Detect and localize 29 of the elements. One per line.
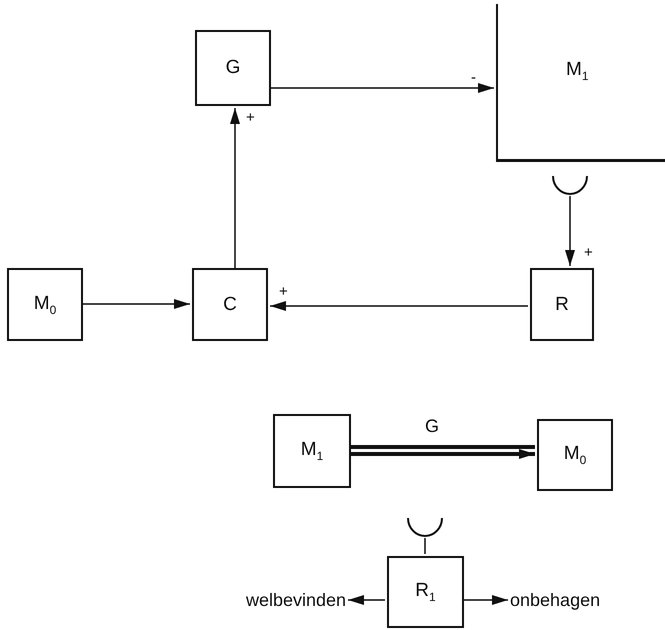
node-label: R: [555, 294, 569, 316]
open-box: [496, 4, 665, 162]
arrow: [270, 301, 528, 311]
edge-label: G: [424, 419, 440, 434]
node-label: R$_{1}$: [415, 580, 436, 604]
process-box: [530, 268, 594, 341]
node-label: C: [223, 294, 237, 316]
process-box: [7, 268, 83, 341]
arrow: [271, 83, 494, 93]
node-label: G: [226, 57, 240, 79]
arrow: [349, 445, 537, 459]
node-label: M$_{0}$: [34, 292, 56, 316]
node-label: M$_{1}$: [300, 439, 324, 463]
process-box: [192, 268, 268, 341]
receptor-symbol: [406, 517, 444, 538]
state-label: onbehagen: [510, 590, 600, 610]
receptor-symbol: [551, 175, 589, 196]
arrow: [230, 108, 240, 268]
arrow: [348, 595, 385, 605]
arrow: [83, 299, 190, 309]
arrow: [565, 196, 575, 266]
arrow: [464, 595, 508, 605]
node-label: M$_{0}$: [564, 443, 586, 467]
process-box: [387, 556, 464, 628]
state-label: welbevinden: [246, 590, 346, 610]
process-box: [195, 30, 271, 106]
node-label: M$_{1}$: [566, 59, 589, 83]
process-box: [537, 419, 613, 491]
process-box: [273, 414, 351, 488]
